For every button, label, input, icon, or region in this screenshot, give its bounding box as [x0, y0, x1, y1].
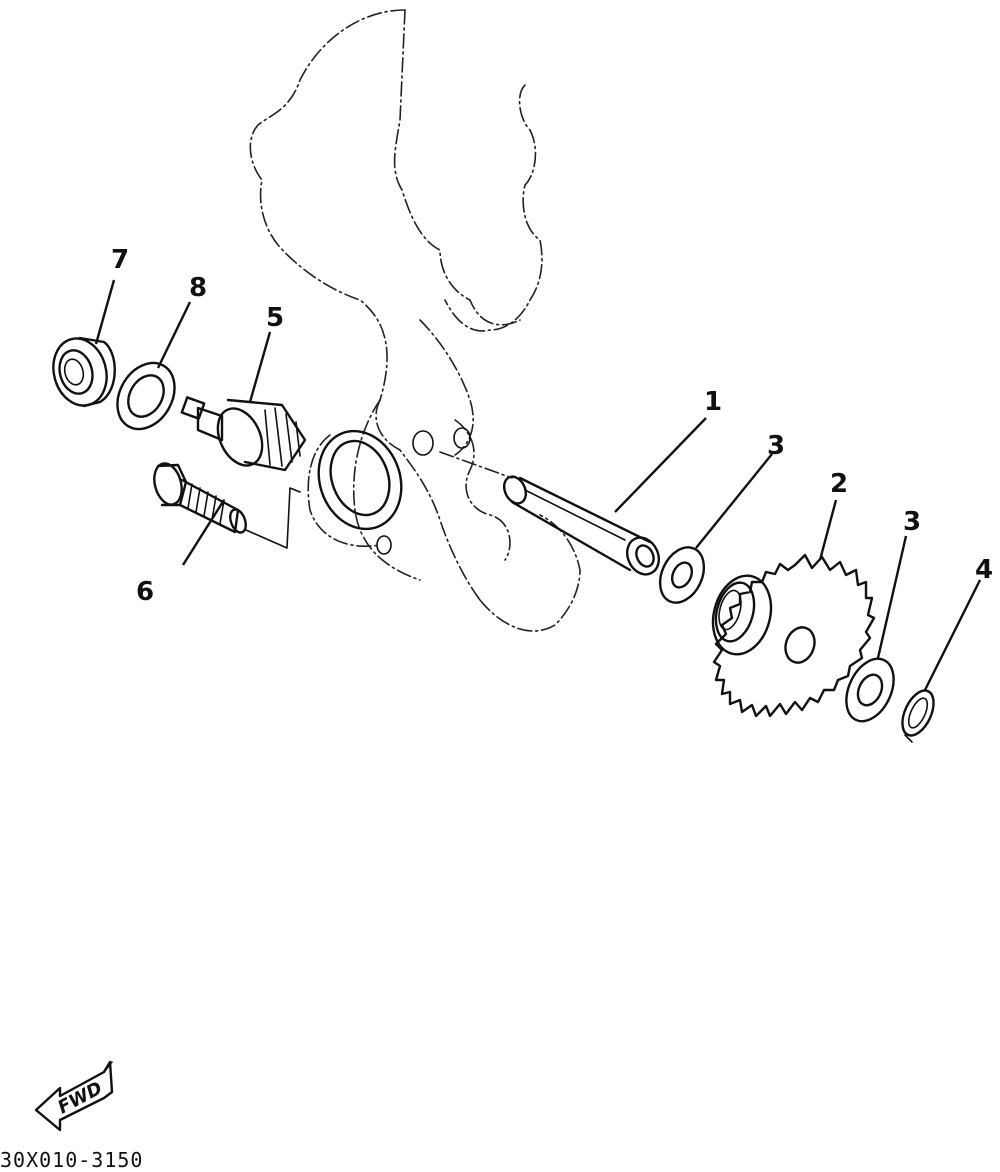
part-8-washer	[116, 361, 176, 431]
part-2-gear	[711, 553, 876, 718]
part-5-gear-shaft	[180, 396, 307, 472]
callout-5: 5	[266, 303, 284, 333]
part-3b-washer	[845, 657, 895, 723]
callout-2: 2	[830, 469, 848, 499]
part-6-bolt	[153, 462, 247, 534]
callout-3b: 3	[903, 507, 921, 537]
part-1-shaft	[502, 475, 660, 576]
part-4-circlip	[901, 689, 935, 743]
callout-leaders	[94, 279, 982, 691]
callout-1: 1	[704, 387, 722, 417]
callout-6: 6	[136, 577, 154, 607]
part-3a-washer	[658, 546, 706, 604]
drawing-code: 30X010-3150	[0, 1148, 144, 1172]
fwd-arrow-icon: FWD	[34, 1060, 114, 1132]
callout-labels: 1 2 3 3 4 5 6 7 8	[111, 245, 993, 607]
callout-4: 4	[975, 555, 993, 585]
crankcase-boss	[317, 427, 471, 555]
part-7-oil-seal	[52, 336, 116, 408]
callout-8: 8	[189, 273, 207, 303]
crankcase-ghost-outline	[249, 9, 581, 632]
shaft-alignment-line	[439, 451, 513, 479]
callout-3a: 3	[767, 431, 785, 461]
bolt-alignment-line	[245, 487, 301, 549]
callout-7: 7	[111, 245, 129, 275]
